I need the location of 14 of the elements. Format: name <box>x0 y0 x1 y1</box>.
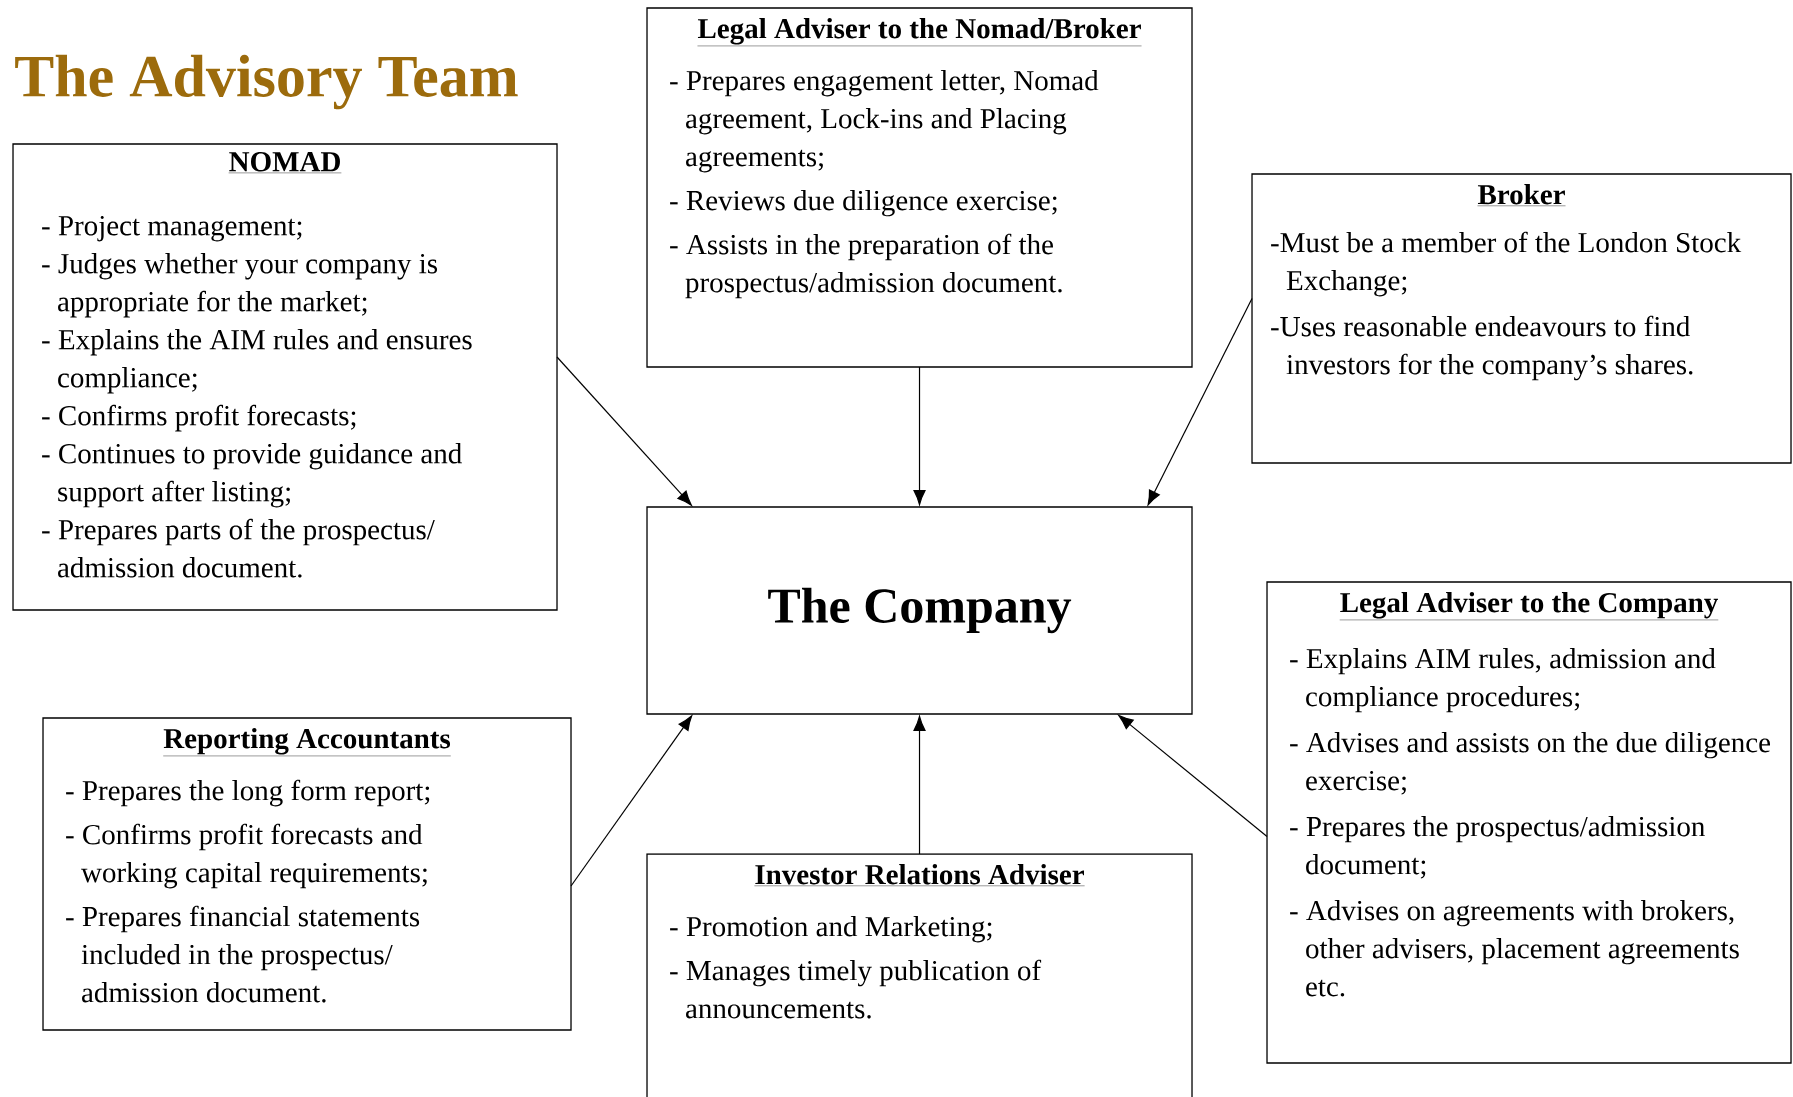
arrow <box>556 356 692 506</box>
arrow <box>570 715 693 887</box>
arrow <box>1118 714 1268 838</box>
role-box: Broker -Must be a member of the London Stock Exchange; -Uses reasonable endeavours to find investors for the company’s shares. <box>1251 173 1792 464</box>
company-box: The Company <box>646 506 1193 715</box>
role-box: Legal Adviser to the Nomad/Broker - Prepares engagement letter, Nomad agreement, Lock-ins and Placing agreements; - Reviews due diligence exercise; - Assists in the preparation of the prospectus/admission document. <box>646 7 1193 368</box>
role-box: Investor Relations Adviser - Promotion and Marketing; - Manages timely publication of announcements. <box>646 853 1193 1097</box>
arrow <box>1147 297 1253 506</box>
arrow <box>913 366 926 506</box>
page-title: The Advisory Team <box>15 54 518 110</box>
arrow <box>913 715 926 855</box>
role-box: Legal Adviser to the Company - Explains AIM rules, admission and compliance procedures; - Advises and assists on the due diligence exercise; - Prepares the prospectus/admission document; - Advises on agreements with brokers, other advisers, placement agreements etc. <box>1266 581 1792 1064</box>
role-box: NOMAD - Project management; - Judges whether your company is appropriate for the market; - Explains the AIM rules and ensures compliance; - Confirms profit forecasts; - Continues to provide guidance and support after listing; - Prepares parts of the prospectus/ admission document. <box>12 143 558 611</box>
role-box: Reporting Accountants - Prepares the long form report; - Confirms profit forecasts and working capital requirements; - Prepares financial statements included in the prospectus/ admission document. <box>42 717 572 1031</box>
